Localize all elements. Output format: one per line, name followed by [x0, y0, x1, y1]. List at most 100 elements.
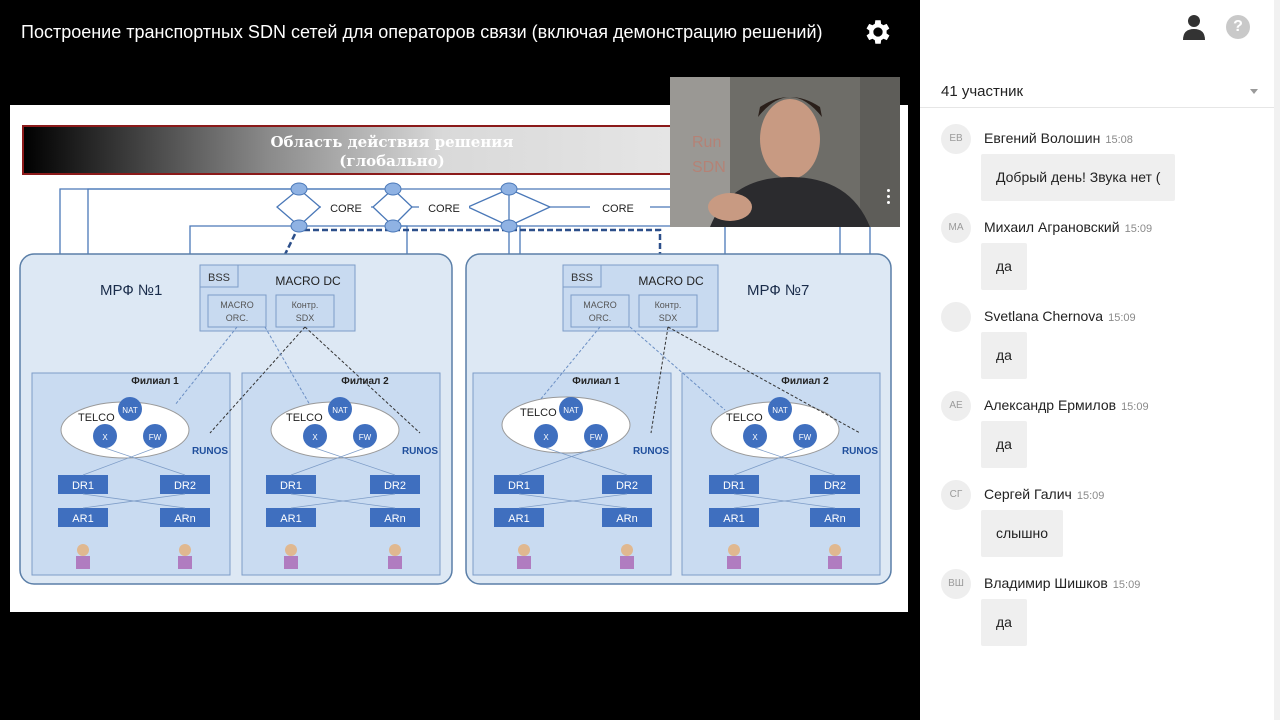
svg-text:X: X	[312, 433, 318, 442]
svg-text:ORC.: ORC.	[589, 313, 612, 323]
svg-text:TELCO: TELCO	[520, 407, 557, 419]
message-text: да	[981, 421, 1027, 468]
svg-text:MACRO: MACRO	[220, 300, 254, 310]
svg-text:Контр.: Контр.	[655, 300, 682, 310]
message-text: Добрый день! Звука нет (	[981, 154, 1176, 201]
participants-dropdown[interactable]: 41 участник	[920, 74, 1274, 108]
svg-text:BSS: BSS	[571, 272, 593, 284]
core-label-2: CORE	[428, 203, 460, 215]
avatar: ВШ	[941, 569, 971, 599]
message-time: 15:09	[1121, 401, 1149, 413]
avatar: АЕ	[941, 391, 971, 421]
svg-text:FW: FW	[359, 433, 372, 442]
video-stage: Построение транспортных SDN сетей для оп…	[10, 16, 908, 612]
slide-header-line2: (глобально)	[339, 152, 444, 170]
svg-text:ARn: ARn	[384, 513, 405, 525]
svg-text:Филиал 2: Филиал 2	[341, 376, 389, 387]
svg-text:BSS: BSS	[208, 272, 230, 284]
avatar: МА	[941, 213, 971, 243]
chevron-down-icon	[1250, 89, 1258, 94]
svg-text:ARn: ARn	[824, 513, 845, 525]
message-time: 15:08	[1105, 134, 1133, 146]
svg-text:DR2: DR2	[384, 480, 406, 492]
svg-text:NAT: NAT	[332, 406, 348, 415]
help-icon[interactable]: ?	[1226, 15, 1250, 39]
svg-text:Филиал 2: Филиал 2	[781, 376, 829, 387]
speaker-webcam: Run SDN	[670, 77, 900, 227]
slide-header-line1: Область действия решения	[270, 133, 513, 151]
svg-text:FW: FW	[149, 433, 162, 442]
user-figures	[76, 544, 842, 569]
presentation-title: Построение транспортных SDN сетей для оп…	[21, 22, 823, 42]
svg-text:X: X	[752, 433, 758, 442]
panel-scrollbar[interactable]	[1274, 0, 1280, 720]
svg-text:MACRO DC: MACRO DC	[638, 274, 704, 288]
svg-text:DR1: DR1	[72, 480, 94, 492]
svg-text:DR1: DR1	[508, 480, 530, 492]
message-time: 15:09	[1076, 490, 1105, 502]
message-text: да	[981, 332, 1027, 379]
core-label-3: CORE	[602, 203, 634, 215]
svg-text:NAT: NAT	[122, 406, 138, 415]
svg-text:DR2: DR2	[174, 480, 196, 492]
svg-text:NAT: NAT	[563, 406, 579, 415]
network-diagram: Область действия решения (глобально)	[19, 125, 892, 585]
svg-text:AR1: AR1	[280, 513, 301, 525]
message-text: слышно	[981, 510, 1063, 557]
participants-count: 41 участник	[941, 83, 1024, 100]
person-icon[interactable]	[1182, 14, 1206, 40]
svg-text:RUNOS: RUNOS	[402, 446, 438, 457]
svg-text:DR1: DR1	[723, 480, 745, 492]
svg-text:DR1: DR1	[280, 480, 302, 492]
svg-text:Run: Run	[692, 134, 721, 151]
webcam-menu-icon[interactable]	[886, 189, 892, 207]
svg-text:AR1: AR1	[723, 513, 744, 525]
svg-text:SDX: SDX	[659, 313, 678, 323]
slide-header-banner	[22, 125, 724, 175]
svg-text:RUNOS: RUNOS	[633, 446, 669, 457]
svg-text:X: X	[543, 433, 549, 442]
avatar	[941, 302, 971, 332]
message-text: да	[981, 243, 1027, 290]
region-mrf-7: МРФ №7 BSS MACRO DC MACRO ORC. Контр. SD…	[465, 253, 892, 585]
svg-text:NAT: NAT	[772, 406, 788, 415]
region-1-name: МРФ №1	[100, 282, 162, 299]
svg-text:TELCO: TELCO	[78, 412, 115, 424]
message-text: да	[981, 599, 1027, 646]
svg-text:ORC.: ORC.	[226, 313, 249, 323]
svg-text:MACRO: MACRO	[583, 300, 617, 310]
message-time: 15:09	[1124, 223, 1153, 235]
svg-text:DR2: DR2	[616, 480, 638, 492]
svg-text:TELCO: TELCO	[286, 412, 323, 424]
region-mrf-1: МРФ №1 BSS MACRO DC MACRO ORC. Контр. SD…	[19, 253, 453, 585]
svg-text:AR1: AR1	[72, 513, 93, 525]
message-time: 15:09	[1108, 312, 1136, 324]
svg-text:AR1: AR1	[508, 513, 529, 525]
svg-text:TELCO: TELCO	[726, 412, 763, 424]
svg-text:RUNOS: RUNOS	[192, 446, 228, 457]
message-time: 15:09	[1112, 579, 1141, 591]
svg-text:Контр.: Контр.	[292, 300, 319, 310]
svg-text:MACRO DC: MACRO DC	[275, 274, 341, 288]
svg-text:RUNOS: RUNOS	[842, 446, 878, 457]
svg-text:ARn: ARn	[616, 513, 637, 525]
svg-text:DR2: DR2	[824, 480, 846, 492]
avatar: СГ	[941, 480, 971, 510]
svg-text:FW: FW	[590, 433, 603, 442]
svg-text:ARn: ARn	[174, 513, 195, 525]
gear-icon[interactable]	[862, 16, 894, 48]
svg-text:X: X	[102, 433, 108, 442]
